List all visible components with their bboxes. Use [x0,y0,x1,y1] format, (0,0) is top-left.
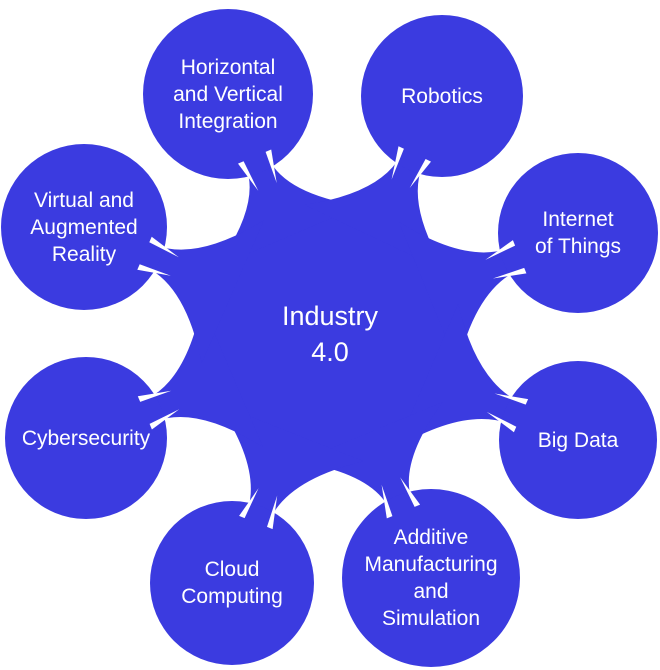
tear-mark-robotics-1 [391,146,404,180]
tear-mark-additive-manufacturing-simulation-2 [381,484,393,519]
tear-mark-big-data-2 [486,411,517,433]
node-circle-cybersecurity [5,357,167,519]
tear-mark-big-data-1 [494,393,529,405]
node-circle-additive-manufacturing-simulation [342,489,520,667]
connector-virtual-augmented-reality [146,220,264,364]
tear-mark-virtual-augmented-reality-2 [149,236,179,258]
node-circle-big-data [499,361,657,519]
tear-mark-additive-manufacturing-simulation-1 [400,477,421,507]
node-circle-robotics [361,15,523,177]
connector-additive-manufacturing-simulation [298,402,443,510]
tear-mark-cloud-computing-1 [267,495,278,530]
tear-mark-horizontal-vertical-integration-2 [265,149,277,183]
center-blob [198,202,462,466]
tear-mark-robotics-2 [409,159,431,188]
tear-mark-horizontal-vertical-integration-1 [238,161,259,191]
node-circle-cloud-computing [150,501,314,665]
tear-mark-cybersecurity-2 [137,390,172,402]
node-circle-virtual-augmented-reality [1,144,167,310]
tear-mark-internet-of-things-2 [492,267,527,279]
tear-mark-cybersecurity-1 [149,409,180,430]
tear-mark-internet-of-things-1 [485,240,516,260]
connector-internet-of-things [398,221,518,367]
node-circle-internet-of-things [498,153,658,313]
tear-mark-virtual-augmented-reality-1 [137,264,171,276]
tear-mark-cloud-computing-2 [239,488,259,519]
node-circle-horizontal-vertical-integration [143,9,313,179]
